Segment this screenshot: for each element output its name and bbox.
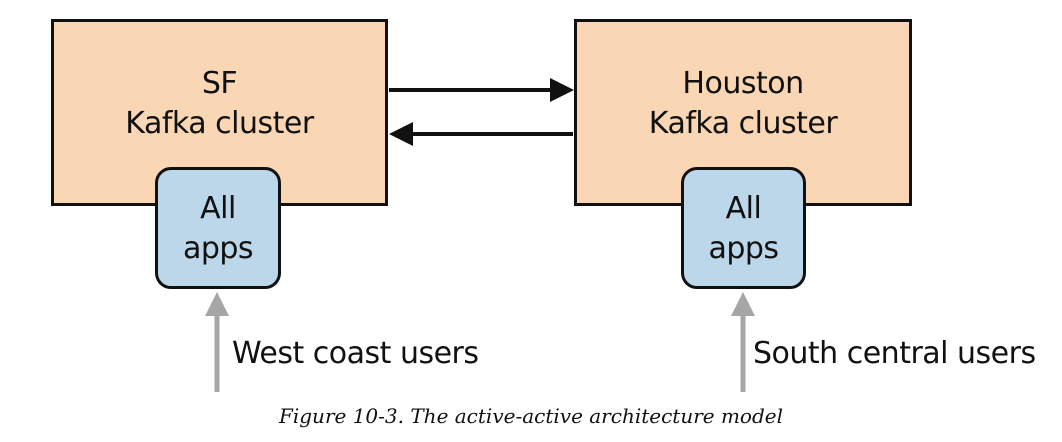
west-coast-users-arrow xyxy=(205,292,229,392)
sf-apps-line2: apps xyxy=(182,231,254,266)
houston-apps-line2: apps xyxy=(708,231,779,266)
figure-caption: Figure 10-3. The active-active architect… xyxy=(278,404,784,428)
houston-cluster-subtitle: Kafka cluster xyxy=(648,106,838,141)
sf-apps-line1: All xyxy=(200,191,236,226)
houston-all-apps: All apps xyxy=(681,167,806,289)
sf-cluster-title: SF xyxy=(201,66,238,101)
west-coast-users-label: West coast users xyxy=(232,336,479,371)
replication-arrow-houston-to-sf xyxy=(389,122,573,146)
sf-all-apps: All apps xyxy=(155,167,281,289)
south-central-users-arrow xyxy=(731,292,755,392)
south-central-users-label: South central users xyxy=(753,336,1036,371)
sf-cluster-subtitle: Kafka cluster xyxy=(125,106,314,141)
houston-apps-line1: All xyxy=(725,191,762,226)
houston-cluster-title: Houston xyxy=(682,66,804,101)
replication-arrow-sf-to-houston xyxy=(389,78,574,102)
